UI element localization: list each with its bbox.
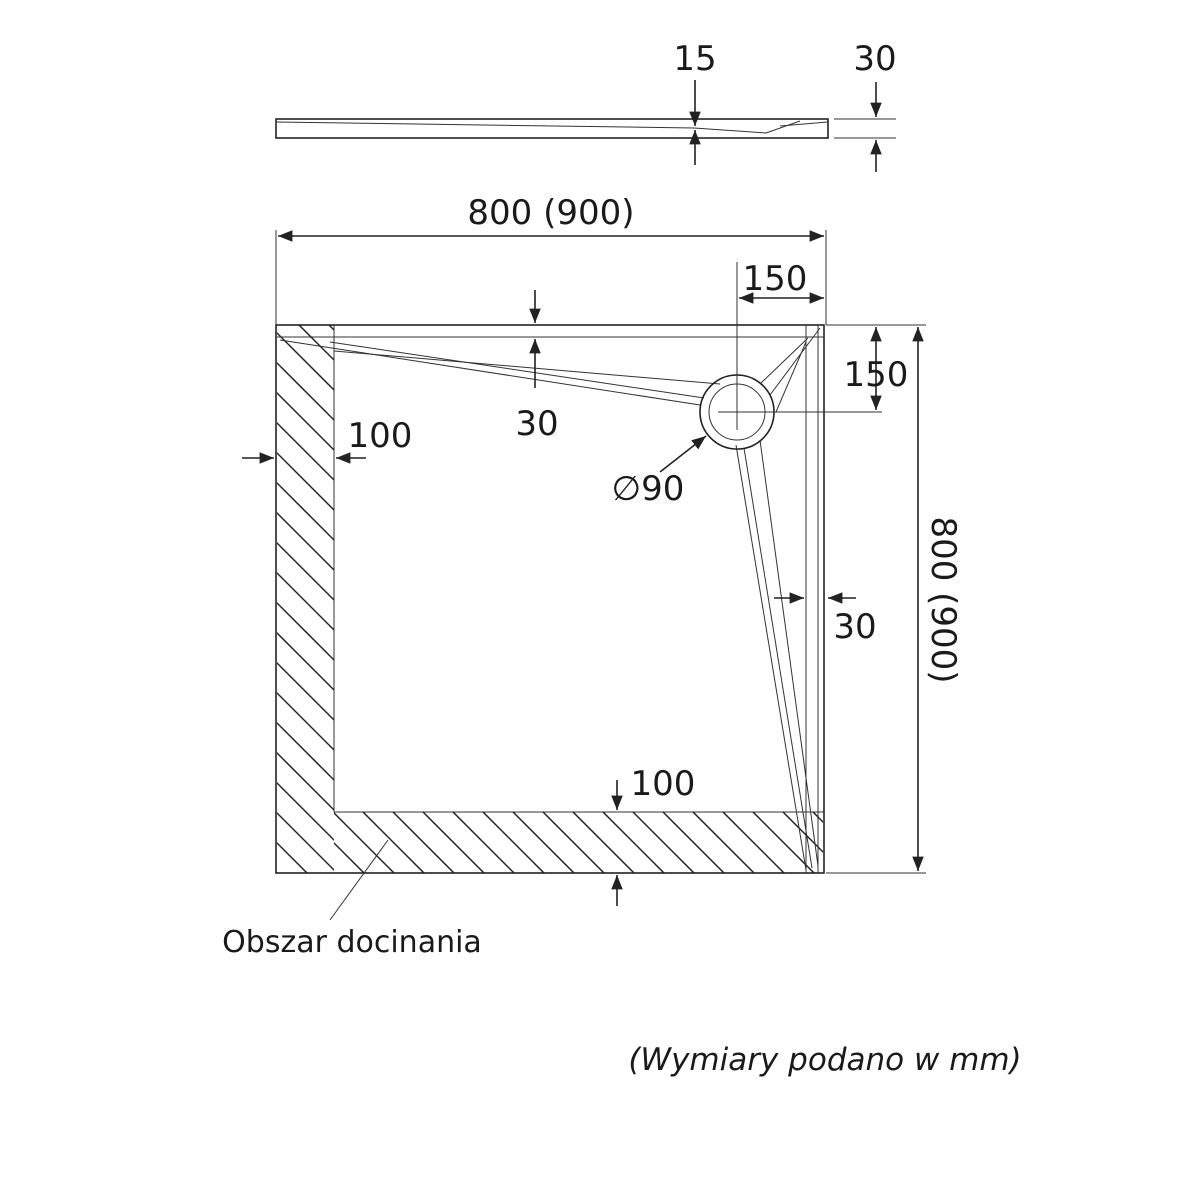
hatch-line bbox=[277, 661, 334, 722]
slope-line-side-3 bbox=[759, 439, 819, 867]
hatch-line bbox=[692, 812, 755, 873]
hatch-line bbox=[452, 812, 515, 873]
hatch-line bbox=[722, 812, 785, 873]
drain-offset-y-label: 150 bbox=[844, 355, 909, 395]
trim-area-left-hatch bbox=[277, 325, 1200, 873]
hatch-line bbox=[277, 871, 278, 873]
hatch-line bbox=[277, 811, 334, 872]
slope-top-label: 30 bbox=[515, 404, 558, 444]
profile-outline bbox=[275, 118, 829, 139]
hatch-line bbox=[539, 325, 1087, 873]
overall-width-label: 800 (900) bbox=[467, 193, 634, 233]
trim-area-leader bbox=[329, 839, 389, 921]
hatch-line bbox=[749, 325, 1200, 873]
hatch-line bbox=[509, 325, 1057, 873]
hatch-line bbox=[542, 812, 605, 873]
hatch-line bbox=[632, 812, 695, 873]
slope-line-side-1 bbox=[735, 444, 807, 871]
slope-line-corner-2 bbox=[769, 327, 821, 396]
hatch-line bbox=[422, 812, 485, 873]
hatch-line bbox=[662, 812, 725, 873]
hatch-line bbox=[277, 751, 334, 812]
hatch-line bbox=[277, 541, 334, 602]
trim-left-label: 100 bbox=[348, 416, 413, 456]
hatch-line bbox=[629, 325, 1177, 873]
profile-drain-edge bbox=[765, 120, 801, 134]
hatch-line bbox=[277, 481, 334, 542]
hatch-line bbox=[392, 812, 455, 873]
hatch-line bbox=[277, 451, 334, 512]
hatch-line bbox=[334, 812, 395, 873]
slope-line-corner-3 bbox=[775, 341, 807, 413]
trim-area-bottom-hatch bbox=[334, 812, 934, 873]
hatch-line bbox=[277, 841, 308, 873]
hatch-line bbox=[752, 812, 815, 873]
hatch-line bbox=[277, 691, 334, 752]
drain-depth-label: 15 bbox=[673, 39, 716, 79]
hatch-line bbox=[873, 812, 934, 873]
drain-diameter-leader bbox=[659, 435, 707, 473]
slope-line-corner-1 bbox=[759, 337, 809, 385]
hatch-line bbox=[812, 812, 823, 824]
hatch-line bbox=[334, 871, 335, 873]
hatch-line bbox=[277, 391, 334, 452]
side-profile: 15 30 bbox=[275, 39, 897, 172]
hatch-line bbox=[602, 812, 665, 873]
slope-line-top-1 bbox=[279, 339, 701, 406]
hatch-line bbox=[277, 631, 334, 692]
slope-line-side-2 bbox=[743, 447, 813, 869]
trim-bottom-label: 100 bbox=[631, 764, 696, 804]
hatch-line bbox=[362, 812, 425, 873]
hatch-line bbox=[328, 325, 334, 332]
profile-rim-line bbox=[779, 121, 829, 127]
hatch-line bbox=[809, 325, 1200, 873]
profile-drain-line bbox=[693, 127, 767, 134]
hatch-line bbox=[334, 841, 365, 873]
hatch-line bbox=[843, 812, 904, 873]
hatch-line bbox=[512, 812, 575, 873]
drain-offset-x-label: 150 bbox=[743, 259, 808, 299]
hatch-line bbox=[277, 361, 334, 422]
slope-line-top-2 bbox=[329, 341, 705, 399]
overall-depth-label: 800 (900) bbox=[923, 516, 963, 683]
units-note: (Wymiary podano w mm) bbox=[628, 1042, 1021, 1078]
hatch-line bbox=[277, 601, 334, 662]
hatch-line bbox=[277, 571, 334, 632]
profile-slope-line bbox=[275, 121, 695, 129]
hatch-line bbox=[782, 812, 823, 854]
hatch-line bbox=[277, 781, 334, 842]
hatch-line bbox=[779, 325, 1200, 873]
hatch-line bbox=[277, 721, 334, 782]
plan-view: 800 (900) 150 bbox=[222, 193, 1200, 960]
hatch-line bbox=[839, 325, 1200, 873]
drain-diameter-label: ∅90 bbox=[612, 469, 685, 509]
tray-height-label: 30 bbox=[853, 39, 896, 79]
hatch-line bbox=[572, 812, 635, 873]
slope-side-label: 30 bbox=[833, 607, 876, 647]
tray-outline bbox=[275, 324, 825, 874]
trim-area-label: Obszar docinania bbox=[222, 925, 482, 960]
slope-line-top-3 bbox=[333, 350, 721, 385]
hatch-line bbox=[482, 812, 545, 873]
